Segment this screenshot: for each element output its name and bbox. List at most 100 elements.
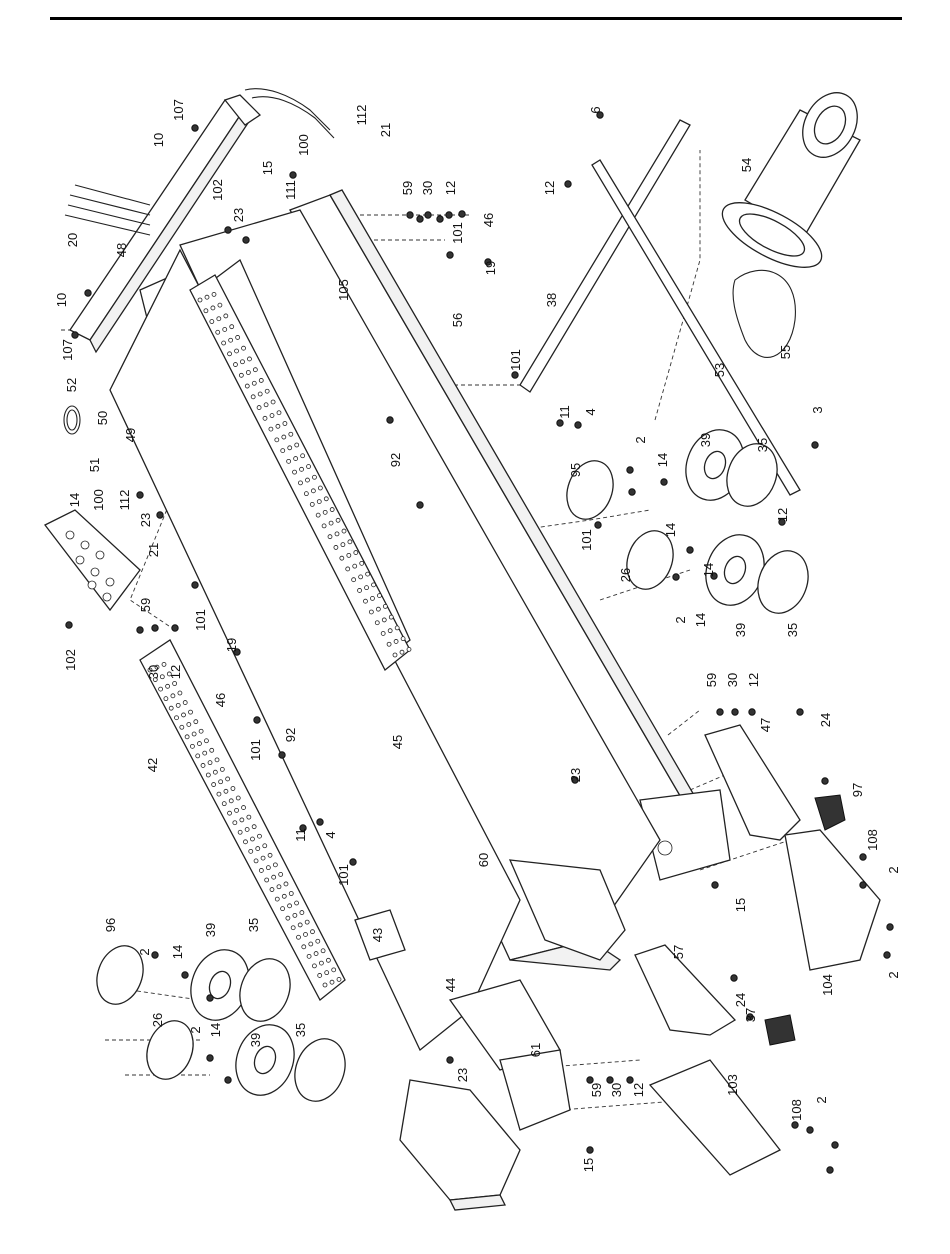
cables-48 [64, 184, 151, 236]
plate-hole [102, 592, 112, 602]
endcap-104 [784, 829, 881, 971]
perforation [292, 469, 297, 475]
perforation [334, 531, 340, 537]
perforation [227, 810, 232, 816]
perforation [374, 620, 380, 626]
perforation [216, 316, 222, 322]
callout-52: 52 [64, 378, 79, 392]
perforation [280, 448, 286, 454]
fastener [628, 488, 636, 496]
perforation [303, 932, 308, 937]
frame-left-rail [109, 248, 571, 1131]
fastener [606, 1076, 614, 1084]
perforation [304, 919, 310, 925]
fastener [626, 466, 634, 474]
perforation [204, 294, 210, 300]
motor-54 [721, 92, 861, 268]
callout-12: 12 [542, 181, 557, 195]
perforation [193, 719, 199, 725]
fastener [586, 1146, 594, 1154]
callout-45: 45 [390, 735, 405, 749]
perforation [195, 753, 201, 759]
callout-51: 51 [87, 458, 102, 472]
perforation [394, 625, 400, 631]
perforation [400, 636, 406, 642]
fastener [484, 258, 492, 266]
perforation [271, 874, 277, 880]
perforation [318, 960, 324, 966]
fastener [416, 501, 424, 509]
perforation [311, 963, 317, 969]
callout-48: 48 [114, 243, 129, 257]
perforation [328, 520, 334, 526]
perforation [341, 528, 347, 534]
fastener [746, 1013, 754, 1021]
perforation [184, 734, 190, 740]
perforation [258, 378, 264, 383]
callout-6: 6 [588, 106, 603, 113]
perforation [280, 906, 285, 912]
perforation [322, 982, 328, 988]
fastener [859, 853, 867, 861]
perforation [387, 628, 393, 634]
perforation [359, 560, 365, 566]
perforation [315, 512, 321, 518]
perforation [241, 805, 246, 810]
perforation [303, 491, 309, 497]
perforation [274, 437, 280, 443]
fastener [191, 581, 199, 589]
perforation [293, 456, 299, 461]
perforation [265, 865, 271, 871]
perforation [339, 555, 345, 561]
perforation [368, 609, 374, 615]
perforation [393, 639, 399, 644]
fastener [716, 708, 724, 716]
perforation [165, 683, 171, 689]
perforation [263, 402, 269, 408]
callout-44: 44 [443, 978, 458, 992]
perforation [209, 747, 215, 753]
perforation [364, 585, 369, 591]
callout-14: 14 [170, 945, 185, 959]
callout-19: 19 [224, 638, 239, 652]
fastener [859, 881, 867, 889]
callout-37: 37 [743, 1008, 758, 1022]
perforation [310, 488, 316, 494]
perforation [244, 383, 250, 389]
perforation [331, 967, 337, 973]
callout-35: 35 [785, 623, 800, 637]
perforation [221, 801, 227, 807]
perforation [147, 667, 153, 673]
callout-57: 57 [671, 945, 686, 959]
callout-100: 100 [296, 134, 311, 156]
fastener [672, 573, 680, 581]
callout-100: 100 [91, 489, 106, 511]
perforation [353, 550, 359, 555]
perforation [238, 372, 244, 378]
perforation [217, 302, 223, 308]
perforation [363, 598, 368, 604]
perforation [245, 370, 251, 375]
fastener [299, 824, 307, 832]
callout-112: 112 [117, 490, 132, 511]
callout-30: 30 [609, 1083, 624, 1097]
perforation [336, 977, 342, 982]
perforation [287, 903, 292, 909]
perforation [248, 848, 254, 854]
perforation [333, 545, 339, 550]
perforation [315, 938, 321, 944]
perforation [257, 833, 262, 839]
perforation [345, 566, 351, 572]
fastener [406, 211, 414, 219]
callout-59: 59 [138, 598, 153, 612]
callout-60: 60 [476, 853, 491, 867]
callout-92: 92 [388, 453, 403, 467]
perforation [329, 979, 335, 985]
perforation [241, 345, 246, 351]
callout-35: 35 [246, 918, 261, 932]
perforation [182, 700, 188, 705]
plate-holes [65, 530, 115, 602]
callout-61: 61 [528, 1043, 543, 1057]
callout-15: 15 [260, 161, 275, 175]
callout-23: 23 [455, 1068, 470, 1082]
